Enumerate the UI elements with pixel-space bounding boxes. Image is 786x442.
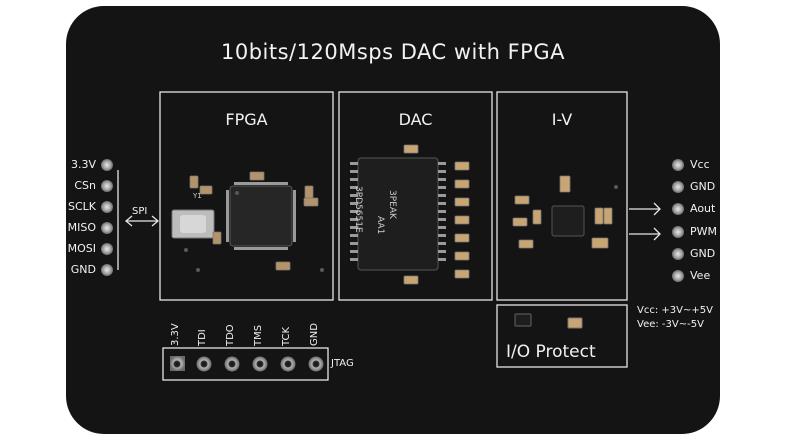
iv-block-frame (496, 91, 628, 301)
pin-label-gnd-1: GND (690, 180, 716, 193)
left-pin-pads (101, 159, 113, 276)
pin-label-sclk: SCLK (67, 200, 96, 213)
iv-block-label: I-V (551, 110, 573, 129)
pin-label-gnd: GND (70, 263, 96, 276)
spi-arrow (117, 170, 160, 270)
right-pin-pads (672, 159, 684, 282)
io-protect-label: I/O Protect (506, 342, 596, 362)
pin-label-miso: MISO (67, 221, 96, 234)
iv-components (512, 175, 613, 249)
jtag-pin-label-tms: TMS (253, 324, 264, 346)
io-protect-components (514, 313, 583, 329)
pin-label-mosi: MOSI (67, 242, 96, 255)
pad (101, 222, 113, 234)
crystal-designator: Y1 (193, 192, 202, 200)
jtag-pin-label-gnd: GND (309, 323, 320, 346)
dac-components (350, 144, 470, 285)
pad (672, 203, 684, 215)
io-protect-frame (496, 304, 628, 368)
opamp-chip (551, 205, 585, 237)
pin-label-csn: CSn (74, 179, 96, 192)
pad (672, 270, 684, 282)
dac-chip-lot: AA1 (375, 216, 385, 235)
jtag-pin-label-3v3: 3.3V (170, 323, 181, 346)
fpga-block-label: FPGA (225, 110, 268, 129)
pad (101, 180, 113, 192)
pad (101, 264, 113, 276)
dac-chip-marking: 3PD5651E (353, 186, 363, 233)
pad (101, 243, 113, 255)
pin-label-vee: Vee (690, 269, 711, 282)
dac-chip-vendor: 3PEAK (387, 190, 397, 219)
jtag-pin-label-tdi: TDI (197, 329, 208, 346)
fpga-chip (229, 185, 293, 247)
spi-label: SPI (132, 206, 148, 217)
pad (672, 248, 684, 260)
fpga-block-frame (159, 91, 334, 301)
jtag-header-frame (162, 347, 329, 381)
pad (672, 159, 684, 171)
jtag-pin-label-tdo: TDO (225, 324, 236, 346)
vee-range-note: Vee: -3V~-5V (637, 319, 704, 330)
fpga-components (171, 171, 319, 271)
pad (672, 226, 684, 238)
pin-label-aout: Aout (690, 202, 716, 215)
output-arrows (629, 202, 661, 241)
jtag-label: JTAG (331, 358, 354, 369)
pad (101, 201, 113, 213)
pad (101, 159, 113, 171)
jtag-pads (170, 356, 324, 372)
pad (672, 181, 684, 193)
dac-chip (357, 157, 439, 271)
dac-block-frame (338, 91, 493, 301)
dac-block-label: DAC (398, 110, 433, 129)
jtag-pin-label-tck: TCK (281, 326, 292, 346)
pin-label-vcc: Vcc (690, 158, 710, 171)
vcc-range-note: Vcc: +3V~+5V (637, 305, 713, 316)
pin-label-pwm: PWM (690, 225, 718, 238)
pin-label-gnd-2: GND (690, 247, 716, 260)
board-title: 10bits/120Msps DAC with FPGA (221, 40, 565, 64)
pin-label-3v3: 3.3V (70, 158, 96, 171)
